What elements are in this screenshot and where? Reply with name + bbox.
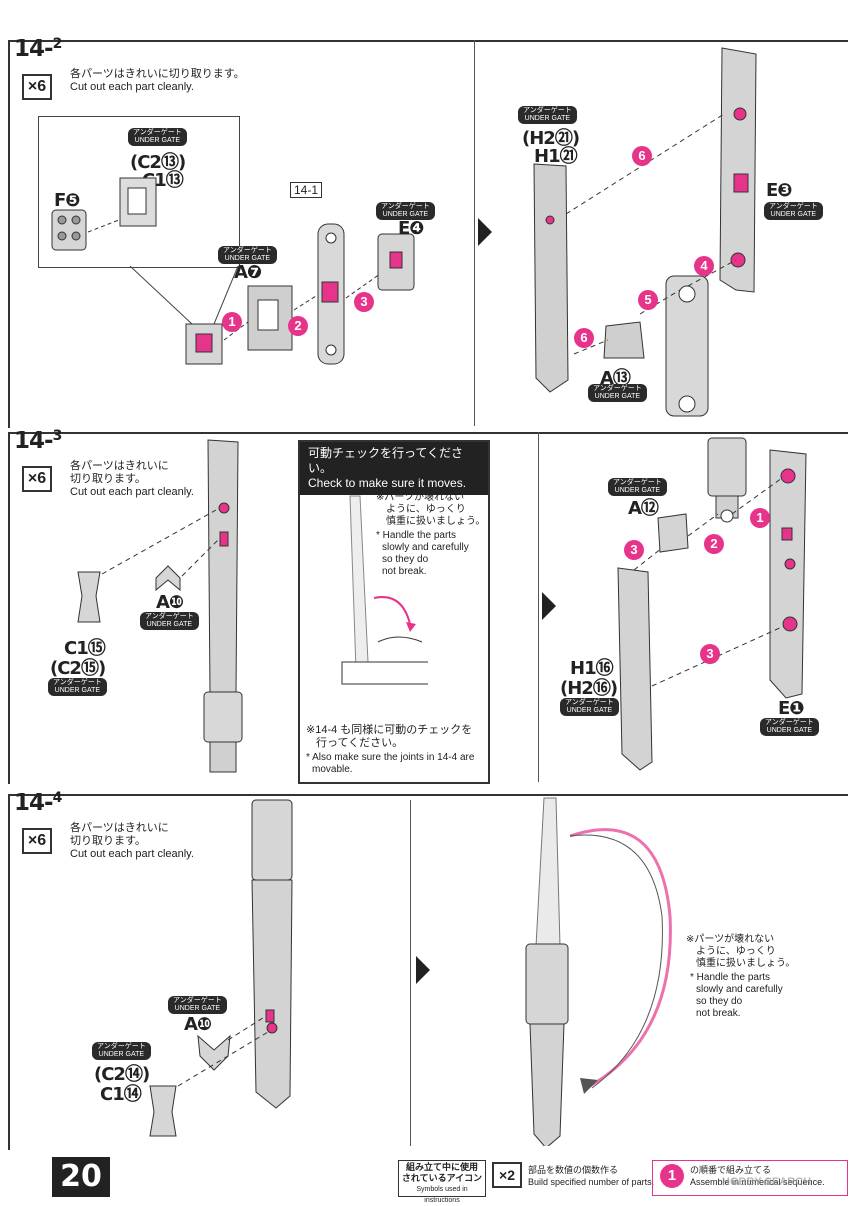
check-bottom-en: * Also make sure the joints in 14-4 are … — [306, 752, 475, 775]
icons-legend-title: 組み立て中に使用 されているアイコン Symbols used in instr… — [398, 1160, 486, 1204]
part-label-e1: E❶ — [778, 698, 805, 719]
part-label-h1-21: H1㉑ — [534, 146, 578, 167]
vertical-divider — [410, 800, 411, 1146]
step-number-2: 2 — [704, 534, 724, 554]
check-illustration — [341, 495, 428, 685]
instruction-text: 各パーツはきれいに 切り取ります。 Cut out each part clea… — [70, 460, 194, 498]
parts-drawing-14-2-left — [51, 177, 415, 365]
step-number-5: 5 — [638, 290, 658, 310]
parts-drawing-14-2-right — [533, 47, 757, 417]
step-number-3: 3 — [354, 292, 374, 312]
part-label-c1-14: C1⑭ — [100, 1084, 142, 1105]
step-number-4: 4 — [694, 256, 714, 276]
order-description: の順番で組み立てる Assemble in numerical sequence… — [690, 1165, 825, 1187]
multiplier-badge: ×6 — [22, 466, 52, 492]
step-number-3b: 3 — [700, 644, 720, 664]
instruction-text: 各パーツはきれいに切り取ります。 Cut out each part clean… — [70, 68, 245, 93]
step-number-1: 1 — [750, 508, 770, 528]
part-label-a13: A⑬ — [600, 368, 631, 389]
part-label-a12: A⑫ — [628, 498, 659, 519]
step-number-2: 2 — [288, 316, 308, 336]
step-number-1: 1 — [222, 312, 242, 332]
order-icon-box — [652, 1160, 848, 1196]
page-number: 20 — [52, 1157, 110, 1197]
parts-drawing-14-4-left — [149, 799, 293, 1137]
step-number-6: 6 — [632, 146, 652, 166]
part-label-c2-14: (C2⑭) — [94, 1064, 150, 1085]
handle-note-en: * Handle the parts slowly and carefully … — [690, 972, 783, 1019]
multiplier-badge: ×6 — [22, 828, 52, 854]
step-14-3-tag: 14-3 — [14, 428, 62, 454]
vertical-divider — [538, 432, 539, 782]
part-label-f5: F❺ — [54, 190, 81, 211]
part-label-c2-15: (C2⑮) — [50, 658, 106, 679]
x2-description: 部品を数値の個数作る Build specified number of par… — [528, 1165, 655, 1187]
part-label-c2-13: (C2⑬) — [130, 152, 186, 173]
part-label-e3: E❸ — [766, 180, 793, 201]
part-label-a7: A❼ — [234, 262, 262, 283]
check-header: 可動チェックを行ってください。 Check to make sure it mo… — [300, 442, 488, 495]
next-arrow-icon — [542, 592, 556, 620]
rotation-illustration — [525, 797, 672, 1146]
watermark-logo: HOBBY SEARCH — [722, 1176, 812, 1188]
step-14-2-tag: 14-2 — [14, 36, 62, 62]
order-number-icon: 1 — [660, 1164, 684, 1188]
next-arrow-icon — [478, 218, 492, 246]
part-label-h1-16: H1⑯ — [570, 658, 614, 679]
part-label-a10: A❿ — [184, 1014, 212, 1035]
step-number-3: 3 — [624, 540, 644, 560]
instruction-text: 各パーツはきれいに 切り取ります。 Cut out each part clea… — [70, 822, 194, 860]
multiplier-badge: ×6 — [22, 74, 52, 100]
step-14-3-frame — [8, 432, 848, 784]
step-14-4-tag: 14-4 — [14, 790, 62, 816]
step-14-4-frame — [8, 794, 848, 1150]
part-label-h2-16: (H2⑯) — [560, 678, 618, 699]
step-14-2-frame — [8, 40, 848, 428]
vertical-divider — [474, 40, 475, 426]
check-note-en: * Handle the parts slowly and carefully … — [376, 530, 469, 577]
subassembly-box — [38, 116, 240, 268]
callout-lines — [129, 266, 239, 325]
parts-drawing-14-3-right — [617, 437, 807, 771]
check-bottom-jp: ※14-4 も同様に可動のチェックを 行ってください。 — [306, 724, 473, 749]
part-label-e4: E❹ — [398, 218, 425, 239]
handle-note-jp: ※パーツが壊れない ように、ゆっくり 慎重に扱いましょう。 — [686, 934, 796, 969]
check-note-jp: ※パーツが壊れない ように、ゆっくり 慎重に扱いましょう。 — [376, 492, 486, 527]
x2-icon: ×2 — [492, 1162, 522, 1188]
ref-tag-14-1: 14-1 — [290, 182, 323, 198]
part-label-a10: A❿ — [156, 592, 184, 613]
step-number-6b: 6 — [574, 328, 594, 348]
part-label-h2-21: (H2㉑) — [522, 128, 580, 149]
movement-check-panel: 可動チェックを行ってください。 Check to make sure it mo… — [298, 440, 490, 784]
parts-drawing-14-3-left — [77, 439, 243, 773]
part-label-c1-15: C1⑮ — [64, 638, 106, 659]
next-arrow-icon — [416, 956, 430, 984]
